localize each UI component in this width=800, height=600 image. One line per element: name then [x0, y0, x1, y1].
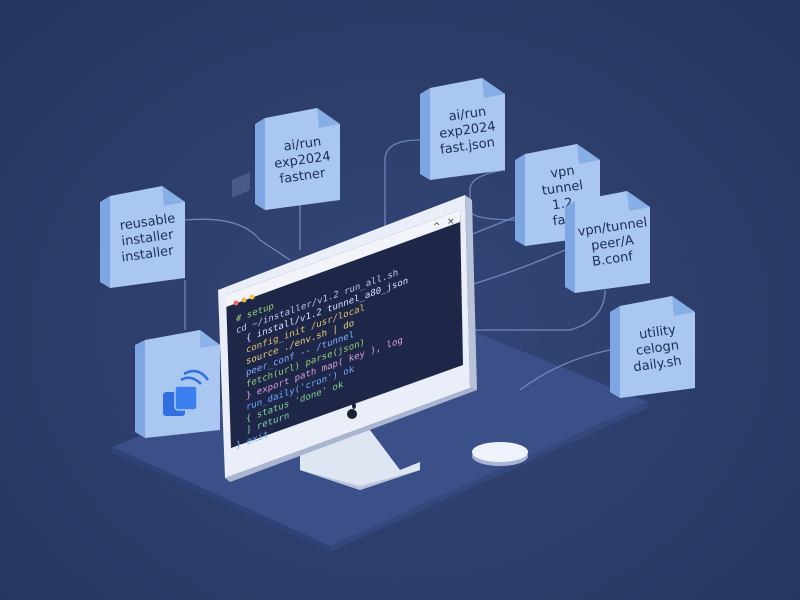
apple-logo-icon [347, 403, 357, 419]
file-label-line: tunnel [541, 178, 584, 199]
file-label-line: ai/run [283, 134, 323, 154]
file-label-line: B.conf [591, 249, 634, 270]
close-icon[interactable]: × [447, 217, 455, 227]
tag-shape [232, 172, 250, 198]
desk-platform-edge [112, 447, 330, 552]
folded-corner [482, 78, 505, 98]
folded-corner [162, 186, 185, 206]
monitor-stand [300, 430, 420, 490]
file-label-line: installer [121, 227, 175, 249]
file-label-line: utility [638, 322, 677, 342]
window-close-dot[interactable] [233, 300, 239, 306]
file-card-network [135, 330, 220, 438]
file-label-line: celogn [635, 338, 680, 359]
window-max-dot[interactable] [249, 294, 255, 300]
connector-lines [184, 139, 611, 391]
window-min-dot[interactable] [241, 297, 247, 303]
desk-platform-edge-right [330, 402, 648, 552]
file-label-line: ai/run [448, 104, 488, 124]
minimize-icon[interactable]: ^ [433, 222, 441, 232]
file-label-line: peer/A [590, 233, 635, 254]
file-label-line: fastner [279, 166, 327, 187]
network-share-icon [163, 369, 210, 416]
desk-platform [112, 318, 648, 546]
monitor-screen [226, 210, 463, 448]
file-label-line: daily.sh [632, 354, 682, 376]
folded-corner [317, 108, 340, 128]
file-label-line: installer [121, 243, 175, 265]
folded-corner [577, 144, 600, 164]
file-label-line: vpn [549, 163, 575, 181]
folded-corner [627, 191, 650, 211]
browser-titlebar [226, 210, 460, 307]
folded-corner [672, 296, 695, 316]
mouse [472, 442, 528, 466]
monitor-chin-edge [225, 388, 477, 482]
